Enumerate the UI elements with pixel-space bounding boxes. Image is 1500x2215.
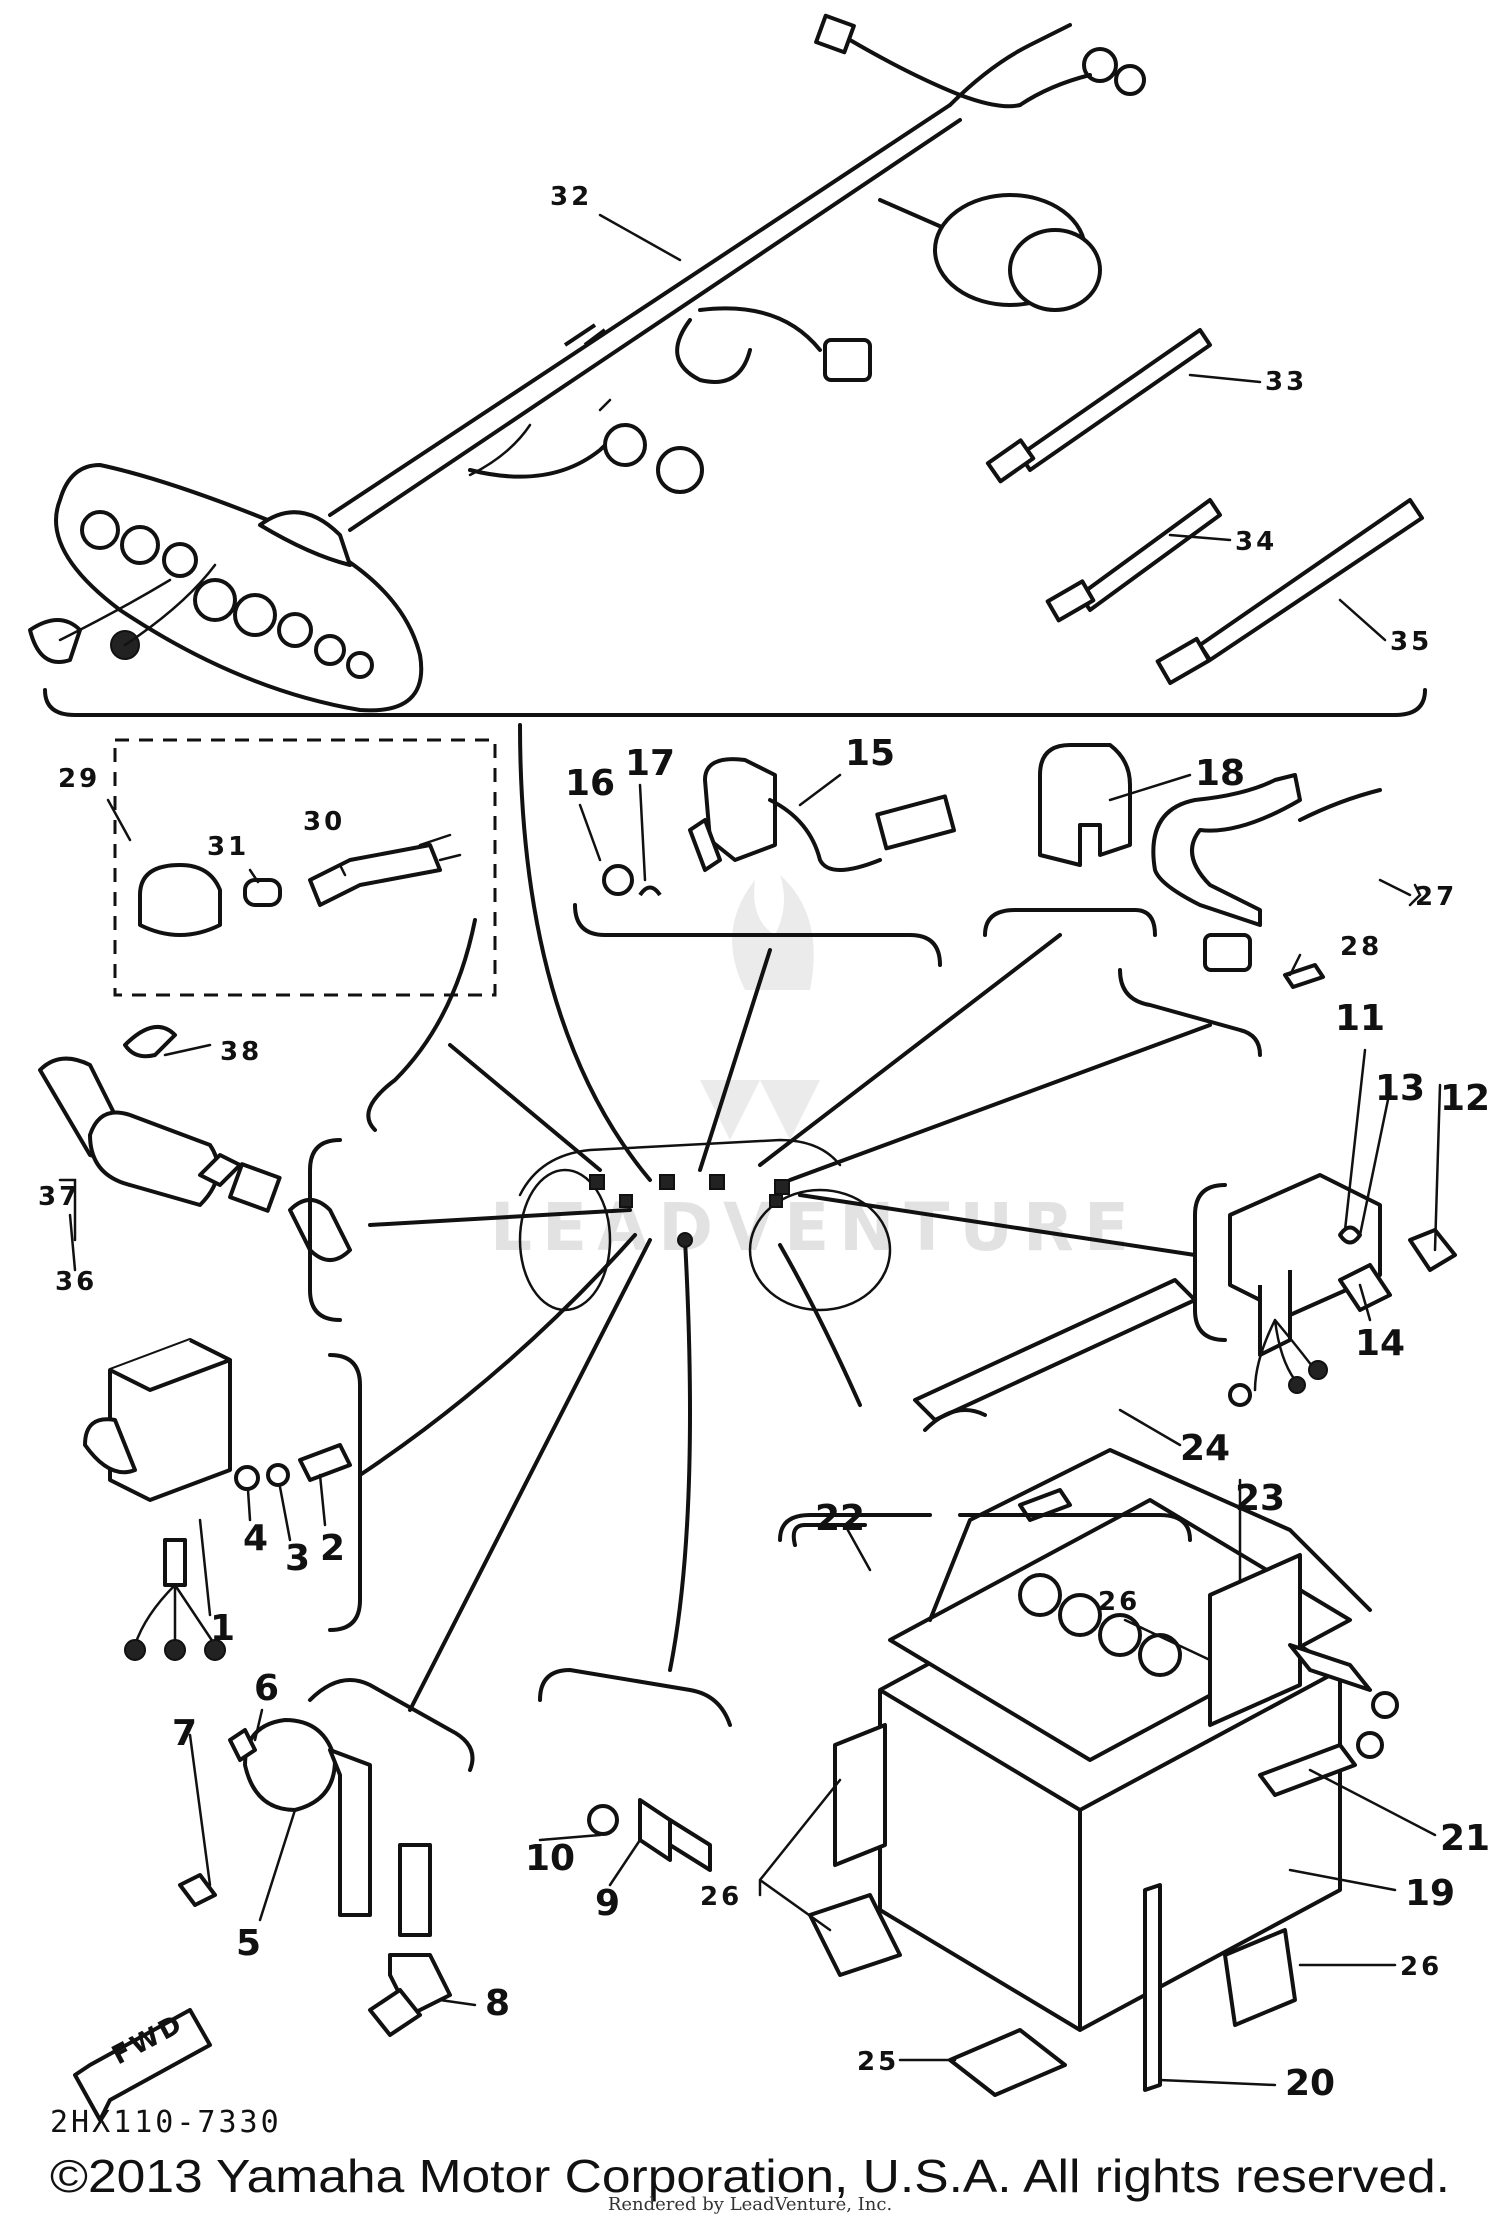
group-15 — [573, 757, 956, 967]
watermark-text: LEADVENTURE — [490, 1189, 1139, 1266]
harness-bracket — [43, 688, 1427, 717]
frame-and-lines — [358, 723, 1212, 1712]
part-label: 19 — [1405, 1873, 1455, 1914]
part-label: 1 — [210, 1608, 235, 1649]
part-label: 16 — [565, 763, 615, 804]
group-18 — [983, 743, 1157, 937]
part-label: 28 — [1340, 932, 1382, 962]
part-label: 4 — [243, 1518, 268, 1559]
part-label: 25 — [857, 2047, 899, 2077]
part-label: 9 — [595, 1883, 620, 1924]
part-label: 29 — [58, 764, 100, 794]
part-label: 10 — [525, 1838, 575, 1879]
wire-harness — [28, 13, 1146, 713]
group-29 — [113, 738, 497, 1132]
group-36 — [38, 1025, 352, 1322]
part-label: 14 — [1355, 1323, 1405, 1364]
part-label: 7 — [172, 1713, 197, 1754]
part-label: 18 — [1195, 753, 1245, 794]
drawing-code: 2HX110-7330 — [50, 2105, 282, 2140]
group-1 — [83, 1338, 362, 1661]
part-label: 13 — [1375, 1068, 1425, 1109]
part-label: 37 — [38, 1182, 80, 1212]
group-9 — [538, 1668, 732, 1872]
part-label: 38 — [220, 1037, 262, 1067]
part-label: 27 — [1415, 882, 1457, 912]
group-27 — [1118, 773, 1382, 1057]
part-label: 3 — [285, 1538, 310, 1579]
part-label: 26 — [1400, 1952, 1442, 1982]
part-label: 11 — [1335, 998, 1385, 1039]
cable-bands — [985, 328, 1424, 685]
part-label: 20 — [1285, 2063, 1335, 2104]
group-battery — [778, 1278, 1399, 2097]
part-label: 22 — [815, 1498, 865, 1539]
part-label: 12 — [1440, 1078, 1490, 1119]
part-label: 15 — [845, 733, 895, 774]
part-label: 32 — [550, 182, 592, 212]
part-label: 21 — [1440, 1818, 1490, 1859]
part-label: 17 — [625, 743, 675, 784]
part-label: 2 — [320, 1528, 345, 1569]
part-label: 33 — [1265, 367, 1307, 397]
fwd-arrow: FWD — [73, 2008, 212, 2122]
group-11 — [1193, 1173, 1457, 1407]
part-label: 36 — [55, 1267, 97, 1297]
part-label: 8 — [485, 1983, 510, 2024]
part-label: 5 — [236, 1923, 261, 1964]
part-label: 6 — [254, 1668, 279, 1709]
rendered-by-note: Rendered by LeadVenture, Inc. — [608, 2194, 892, 2215]
group-5 — [178, 1678, 475, 2037]
part-label: 26 — [700, 1882, 742, 1912]
part-label: 31 — [207, 832, 249, 862]
part-label: 26 — [1098, 1587, 1140, 1617]
part-label: 23 — [1235, 1478, 1285, 1519]
part-label: 24 — [1180, 1428, 1230, 1469]
part-label: 34 — [1235, 527, 1277, 557]
copyright-notice: ©2013 Yamaha Motor Corporation, U.S.A. A… — [50, 2150, 1450, 2202]
leader-lines — [58, 213, 1442, 2087]
part-label: 35 — [1390, 627, 1432, 657]
part-label: 30 — [303, 807, 345, 837]
part-labels: 1 2 3 4 5 6 7 8 9 10 11 12 13 14 15 16 1… — [38, 182, 1490, 2104]
